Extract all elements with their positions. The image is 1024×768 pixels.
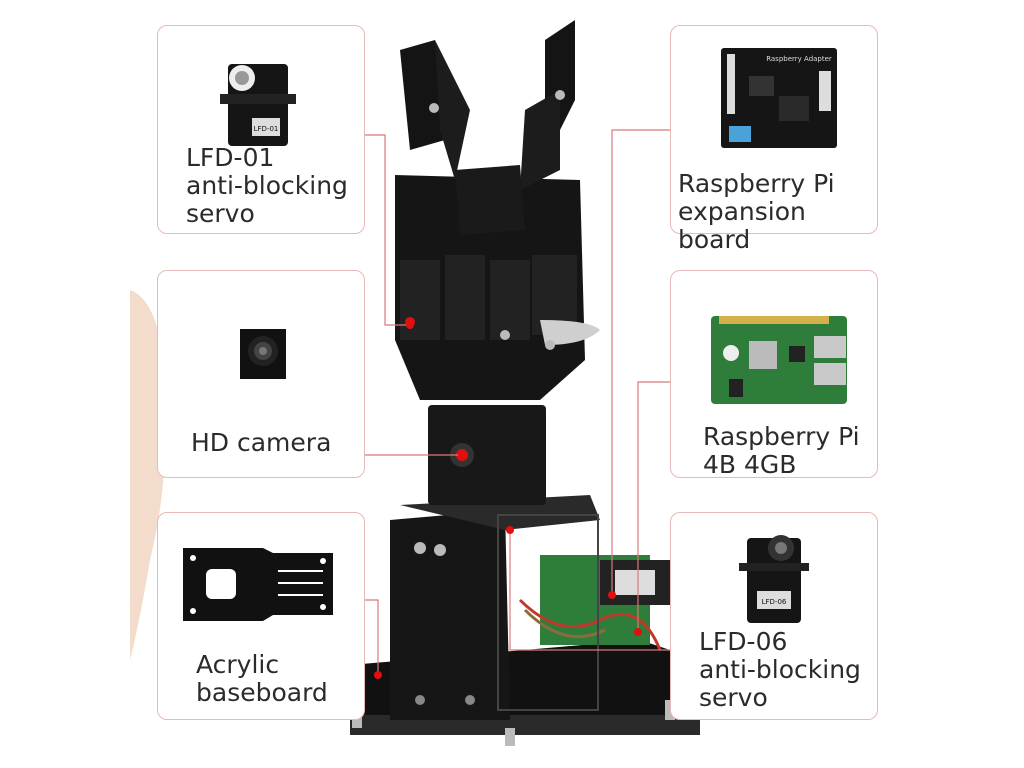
camera-module-icon xyxy=(240,329,286,379)
callout-label: Raspberry Pi expansion board xyxy=(678,169,835,254)
callout-lfd06-servo: LFD-06 LFD-06 anti-blocking servo xyxy=(670,512,878,720)
servo-icon: LFD-01 xyxy=(220,64,296,146)
servo-icon: LFD-06 xyxy=(739,535,809,623)
camera-servo-block xyxy=(428,405,546,505)
board-silkscreen-text: Raspberry Adapter xyxy=(766,55,832,63)
callout-label: LFD-06 anti-blocking servo xyxy=(699,627,861,712)
callout-acrylic-baseboard: Acrylic baseboard xyxy=(157,512,365,720)
expansion-board-icon: Raspberry Adapter xyxy=(721,48,837,148)
servo-bracket-tower xyxy=(390,510,510,720)
callout-raspberry-pi: Raspberry Pi 4B 4GB xyxy=(670,270,878,479)
callout-expansion-board: Raspberry Adapter Raspberry Pi expansion… xyxy=(670,25,878,254)
baseboard-plate-icon xyxy=(183,548,333,621)
callout-label: Acrylic baseboard xyxy=(196,650,328,707)
callout-hd-camera: HD camera xyxy=(157,270,365,478)
callout-label: Raspberry Pi 4B 4GB xyxy=(703,422,860,479)
callout-lfd01-servo: LFD-01 LFD-01 anti-blocking servo xyxy=(157,25,365,234)
index-finger xyxy=(400,40,445,150)
callout-label: HD camera xyxy=(191,428,332,457)
callout-label: LFD-01 anti-blocking servo xyxy=(186,143,348,228)
servo-sticker-text: LFD-06 xyxy=(762,598,787,606)
raspberry-pi-board-icon xyxy=(711,316,847,404)
servo-sticker-text: LFD-01 xyxy=(254,125,279,133)
